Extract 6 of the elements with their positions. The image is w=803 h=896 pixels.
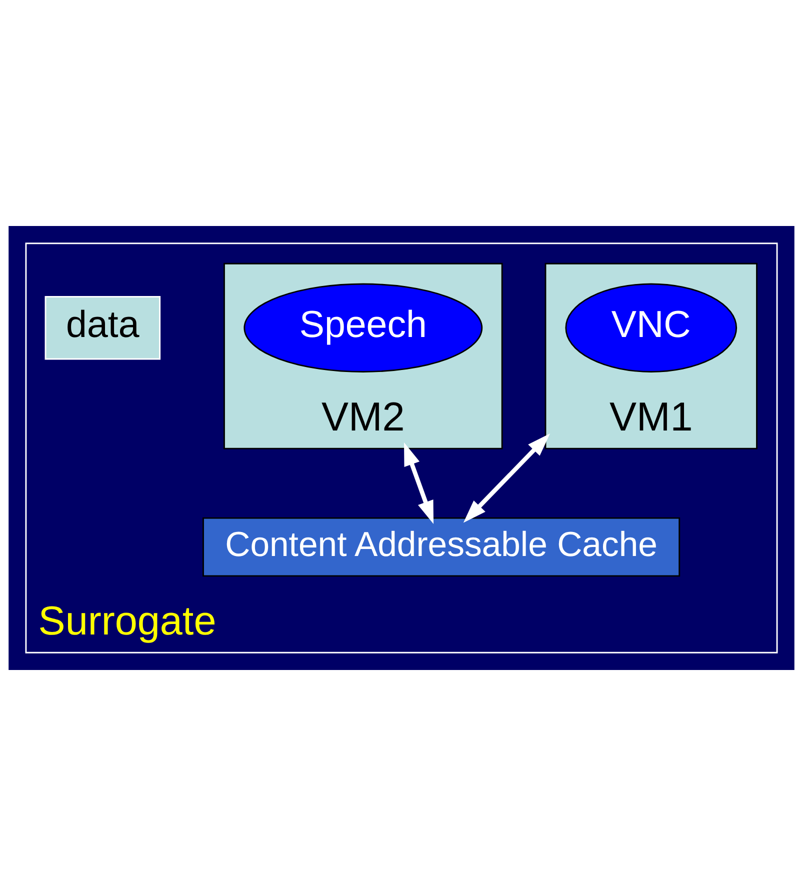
node-box: Content Addressable Cache (202, 517, 680, 577)
node-ellipse: Speech (244, 283, 483, 372)
arrow (463, 433, 550, 523)
node-box: data (44, 296, 161, 360)
node-ellipse: VNC (565, 283, 738, 372)
arrow (404, 442, 434, 524)
